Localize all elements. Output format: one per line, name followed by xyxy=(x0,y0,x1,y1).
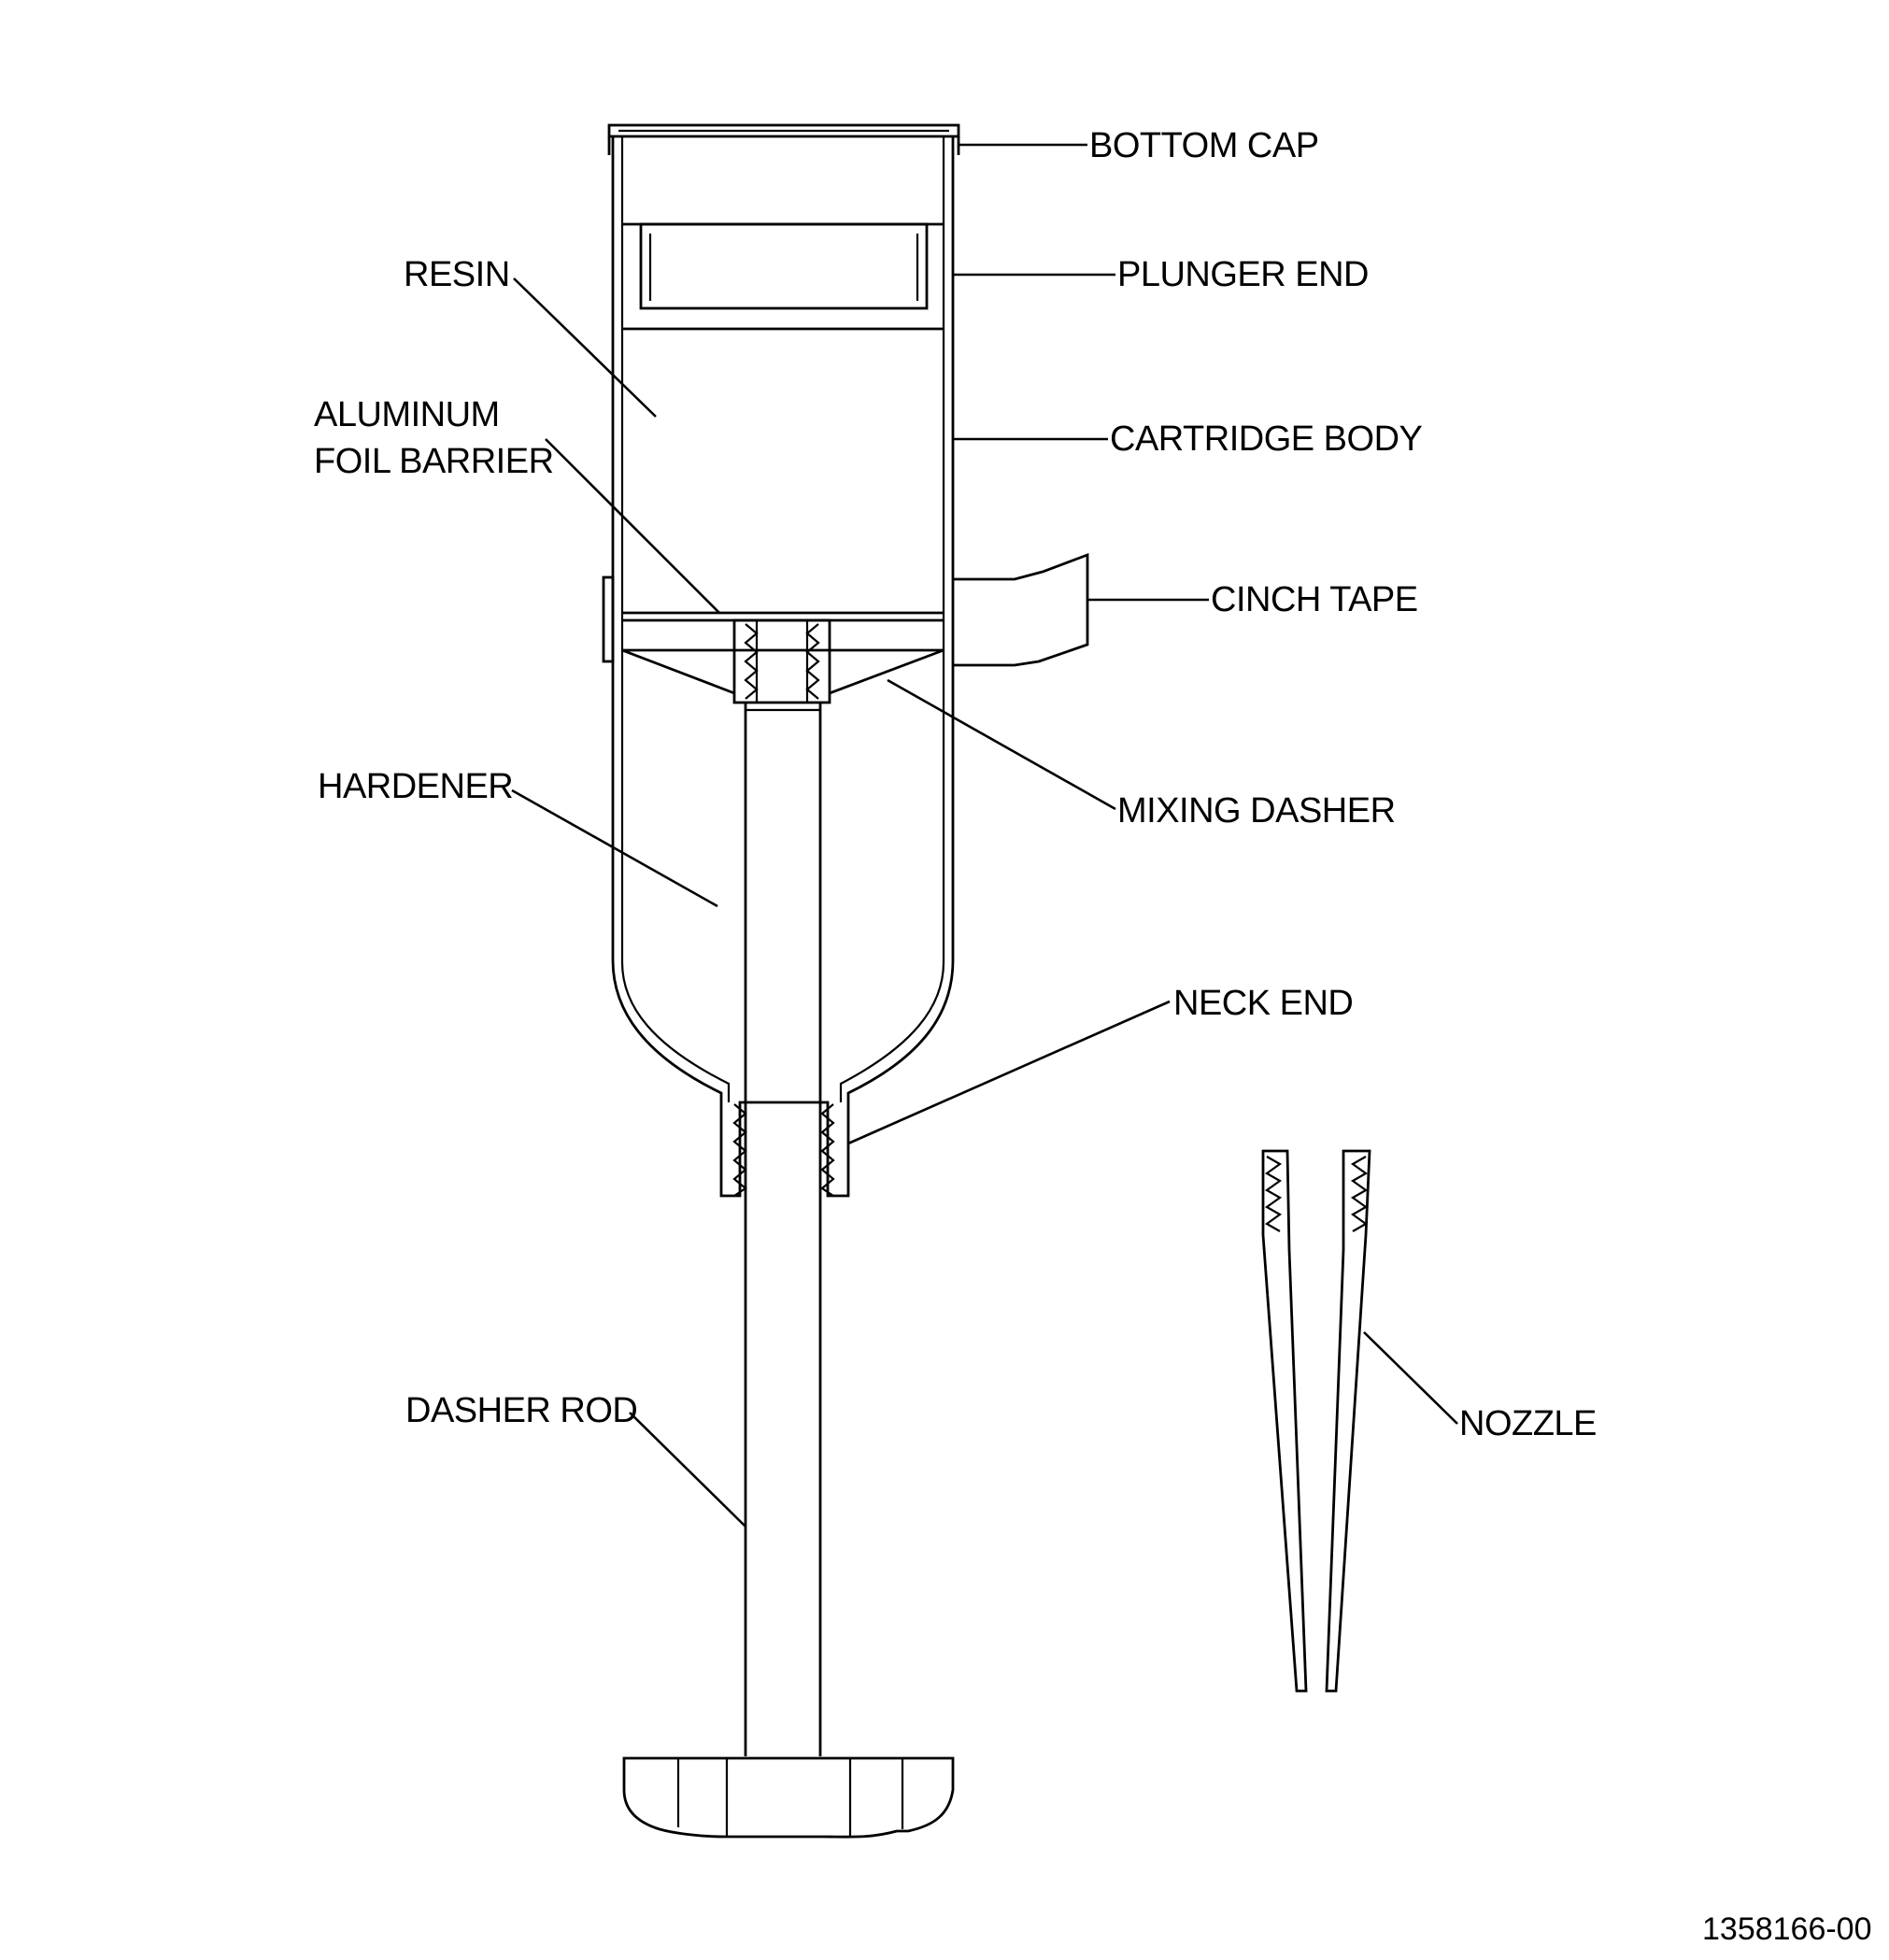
bottom-cap xyxy=(607,123,960,155)
label-cartridge-body: CARTRIDGE BODY xyxy=(1110,419,1423,459)
leader-resin xyxy=(513,277,657,418)
leader-neck-end xyxy=(847,1000,1171,1145)
label-neck-end: NECK END xyxy=(1173,984,1353,1023)
labels: BOTTOM CAP PLUNGER END RESIN CARTRIDGE B… xyxy=(314,126,1872,1947)
leader-mixing-dasher xyxy=(887,678,1116,811)
label-hardener: HARDENER xyxy=(318,767,513,806)
label-aluminum-foil-barrier-line2: FOIL BARRIER xyxy=(314,442,554,481)
label-resin: RESIN xyxy=(404,255,510,294)
label-mixing-dasher: MIXING DASHER xyxy=(1117,791,1396,831)
cartridge-body xyxy=(611,136,955,1198)
label-bottom-cap: BOTTOM CAP xyxy=(1089,126,1319,165)
label-aluminum-foil-barrier-line1: ALUMINUM xyxy=(314,395,500,434)
mixing-dasher xyxy=(621,618,944,704)
figure-number: 1358166-00 xyxy=(1702,1911,1872,1947)
label-dasher-rod: DASHER ROD xyxy=(405,1391,637,1430)
label-cinch-tape: CINCH TAPE xyxy=(1211,580,1418,619)
leader-nozzle xyxy=(1363,1331,1458,1425)
dasher-rod xyxy=(744,703,822,1756)
leader-lines xyxy=(511,143,1458,1527)
plunger-end xyxy=(622,222,944,331)
leader-dasher-rod xyxy=(629,1412,746,1527)
nozzle xyxy=(1261,1149,1371,1693)
leader-hardener xyxy=(511,788,718,908)
dasher-handle xyxy=(622,1756,955,1839)
leader-foil-barrier xyxy=(545,438,720,614)
cinch-tape xyxy=(953,552,1089,667)
label-plunger-end: PLUNGER END xyxy=(1117,255,1369,294)
label-nozzle: NOZZLE xyxy=(1459,1404,1597,1443)
